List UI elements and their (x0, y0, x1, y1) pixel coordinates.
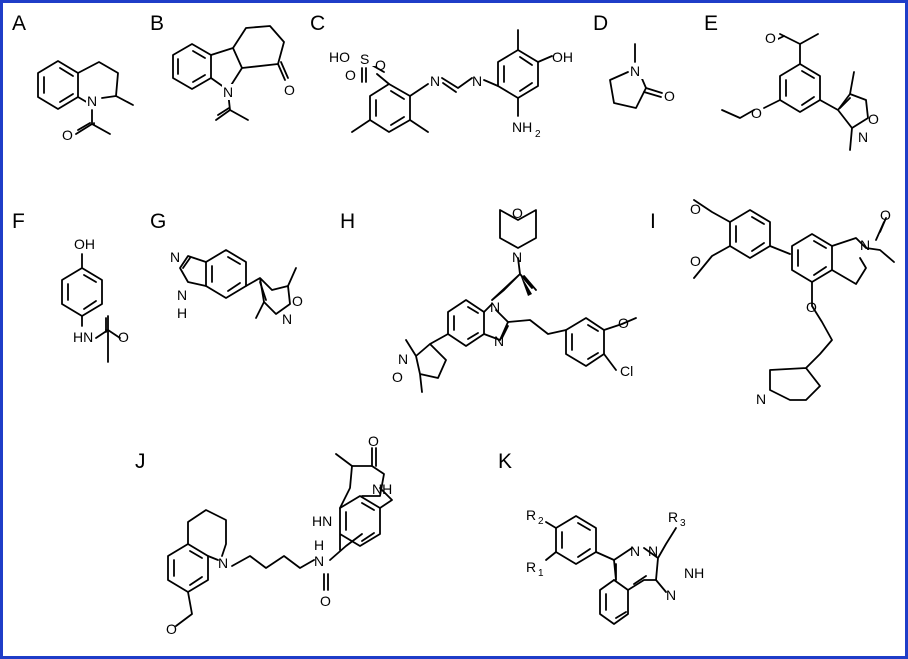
atom-k-nh: NH (684, 565, 704, 581)
atom-c-n2: N (472, 73, 482, 89)
panel-label-j: J (135, 450, 146, 473)
molecule-b: B N O (150, 12, 295, 121)
structures-canvas: A N O B N O C HO S O O N N (12, 12, 895, 637)
atom-j-nh: NH (372, 481, 392, 497)
atom-b-n: N (223, 84, 233, 100)
atom-c-o2: O (375, 57, 386, 73)
panel-label-i: I (650, 210, 656, 233)
atom-h-n4: N (398, 351, 408, 367)
panel-label-k: K (498, 450, 512, 473)
atom-g-n2: N (177, 287, 187, 303)
atom-k-n1: N (630, 543, 640, 559)
atom-e-o2: O (751, 105, 762, 121)
atom-d-o: O (664, 88, 675, 104)
molecule-i: I O O N O O N (650, 199, 895, 407)
atom-h-o3: O (618, 315, 629, 331)
molecule-f: F OH HN O (12, 210, 129, 363)
atom-i-o2: O (690, 253, 701, 269)
atom-k-r3-sub: 3 (680, 518, 686, 529)
atom-e-n: N (858, 129, 868, 145)
atom-h-o1: O (512, 205, 523, 221)
atom-j-o1: O (320, 593, 331, 609)
atom-j-o3: O (368, 433, 379, 449)
atom-i-o4: O (806, 299, 817, 315)
atom-k-r1-sub: 1 (538, 568, 544, 579)
atom-c-n1: N (430, 73, 440, 89)
atom-d-n: N (630, 63, 640, 79)
panel-label-h: H (340, 210, 355, 233)
atom-j-n2: N (314, 553, 324, 569)
atom-k-r2-sub: 2 (538, 516, 544, 527)
atom-h-n1: N (512, 249, 522, 265)
molecule-k: K R 2 R 1 N N R 3 NH N (498, 450, 704, 625)
atom-i-n1: N (860, 237, 870, 253)
panel-label-e: E (704, 12, 718, 35)
atom-k-r3: R (668, 509, 678, 525)
atom-i-n2: N (756, 391, 766, 407)
atom-e-o1: O (765, 30, 776, 46)
atom-g-n1: N (170, 249, 180, 265)
atom-g-h: H (177, 305, 187, 321)
molecule-e: E O O O N (704, 12, 879, 151)
atom-k-n3: N (666, 587, 676, 603)
molecule-d: D N O (593, 12, 675, 109)
panel-label-f: F (12, 210, 25, 233)
atom-i-o1: O (690, 201, 701, 217)
atom-h-o2: O (392, 369, 403, 385)
atom-j-h: H (314, 537, 324, 553)
molecule-j: J N H N O O O NH HN (135, 433, 393, 637)
atom-e-o3: O (868, 111, 879, 127)
atom-j-hn: HN (312, 513, 332, 529)
panel-label-d: D (593, 12, 608, 35)
atom-f-hn: HN (73, 329, 93, 345)
atom-j-o2: O (166, 621, 177, 637)
atom-c-s: S (360, 51, 369, 67)
atom-h-n2: N (490, 299, 500, 315)
atom-k-r1: R (526, 559, 536, 575)
atom-f-oh: OH (74, 236, 95, 252)
panel-label-b: B (150, 12, 164, 35)
atom-k-n2: N (648, 543, 658, 559)
atom-h-cl: Cl (620, 363, 633, 379)
panel-label-g: G (150, 210, 166, 233)
atom-c-ho: HO (329, 49, 350, 65)
molecule-h: H O N N N N O O Cl (340, 205, 637, 393)
atom-g-n3: N (282, 311, 292, 327)
atom-c-nh-sub: 2 (535, 129, 541, 140)
atom-c-oh: OH (552, 49, 573, 65)
atom-b-o: O (284, 82, 295, 98)
panel-label-c: C (310, 12, 325, 35)
atom-j-n1: N (218, 555, 228, 571)
atom-c-o1: O (345, 67, 356, 83)
atom-h-n3: N (494, 333, 504, 349)
panel-label-a: A (12, 12, 26, 35)
atom-a-o: O (62, 127, 73, 143)
atom-c-nh: NH (512, 119, 532, 135)
atom-a-n: N (87, 93, 97, 109)
atom-i-o3: O (880, 207, 891, 223)
molecule-g: G N N H O N (150, 210, 303, 327)
atom-k-r2: R (526, 507, 536, 523)
atom-f-o: O (118, 329, 129, 345)
molecule-a: A N O (12, 12, 134, 143)
atom-g-o: O (292, 293, 303, 309)
molecule-c: C HO S O O N N OH NH 2 (310, 12, 573, 140)
